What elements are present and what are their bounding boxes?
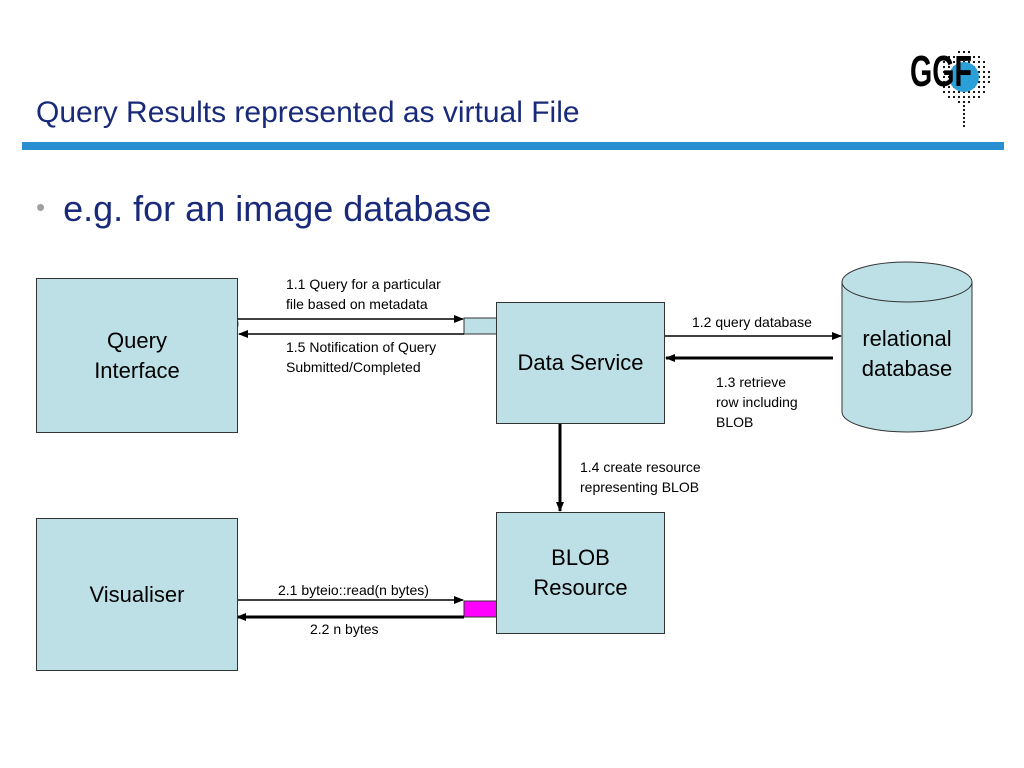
relational-database-cylinder-body (841, 282, 973, 433)
relational-database-label: relational database (842, 324, 972, 384)
relational-database-label-line2: database (861, 356, 953, 381)
query-interface-label-line1: Query (107, 327, 167, 353)
edge-1-2-label: 1.2 query database (692, 314, 812, 330)
edge-1-5-label-line1: 1.5 Notification of Query (286, 339, 437, 355)
bullet-dot-icon: • (36, 192, 46, 222)
title-rule (22, 142, 1004, 150)
edge-1-1-label: 1.1 Query for a particular file based on… (286, 274, 441, 314)
edge-2-2-label: 2.2 n bytes (310, 621, 379, 637)
bullet-item: • e.g. for an image database (36, 188, 491, 230)
data-service-box: Data Service (496, 302, 665, 424)
edge-1-3-label-line1: 1.3 retrieve (716, 374, 787, 390)
edge-1-3-label-line2: row including (716, 394, 798, 410)
bullet-text: e.g. for an image database (63, 188, 492, 229)
query-interface-box: Query Interface (36, 278, 238, 433)
visualiser-label: Visualiser (89, 581, 185, 607)
blob-resource-box: BLOB Resource (496, 512, 665, 634)
data-service-label: Data Service (517, 350, 644, 375)
visualiser-box: Visualiser (36, 518, 238, 671)
edge-1-4-label-line1: 1.4 create resource (580, 459, 701, 475)
edge-1-5-label: 1.5 Notification of Query Submitted/Comp… (286, 337, 436, 377)
blob-resource-label-line1: BLOB (551, 545, 610, 570)
edge-2-1-label: 2.1 byteio::read(n bytes) (278, 582, 429, 598)
relational-database-cylinder-top (841, 261, 973, 303)
edge-1-3-label-line3: BLOB (716, 414, 754, 430)
logo-text: GGF (910, 47, 972, 96)
ggf-logo: GGF (904, 22, 1004, 128)
edge-1-5-label-line2: Submitted/Completed (286, 359, 421, 375)
blob-resource-label-line2: Resource (533, 575, 628, 600)
slide-title: Query Results represented as virtual Fil… (36, 96, 580, 129)
ggf-logo-icon: GGF (910, 47, 991, 128)
relational-database-label-line1: relational (862, 326, 952, 351)
query-interface-label-line2: Interface (94, 357, 180, 383)
edge-1-3-label: 1.3 retrieve row including BLOB (716, 372, 798, 432)
edge-1-4-label: 1.4 create resource representing BLOB (580, 457, 701, 497)
edge-1-1-label-line2: file based on metadata (286, 296, 428, 312)
edge-1-4-label-line2: representing BLOB (580, 479, 700, 495)
edge-1-1-label-line1: 1.1 Query for a particular (286, 276, 441, 292)
